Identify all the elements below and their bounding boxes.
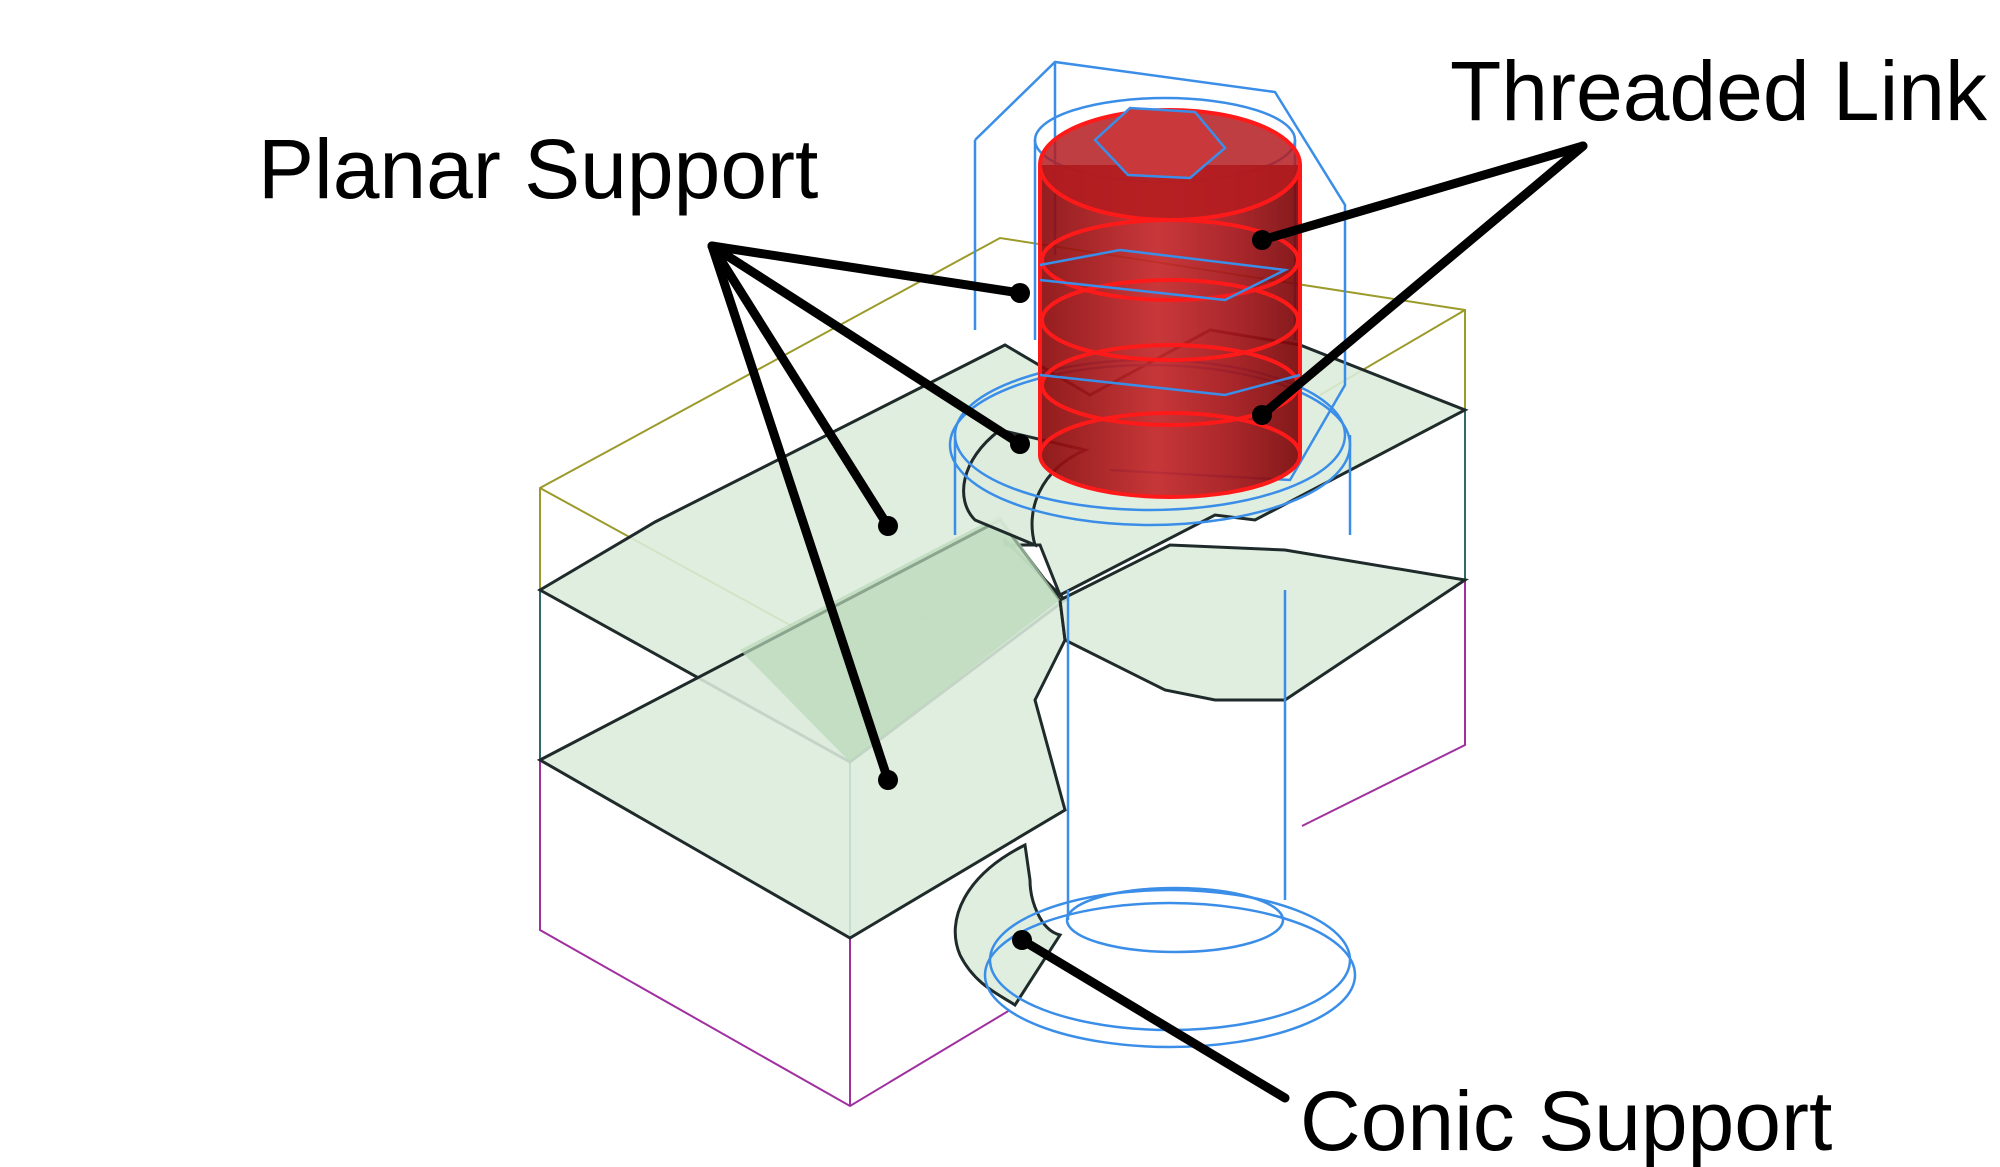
- leader-dots: [878, 230, 1272, 950]
- anchor-dot: [878, 770, 898, 790]
- leader-threaded-2: [1257, 141, 1588, 420]
- leader-planar-3: [707, 241, 893, 531]
- label-conic-support: Conic Support: [1300, 1074, 1832, 1167]
- anchor-dot: [1252, 405, 1272, 425]
- hex-socket: [1093, 106, 1227, 180]
- label-planar-support: Planar Support: [258, 122, 818, 216]
- lower-block: [539, 580, 1466, 1108]
- leader-threaded-1: [1257, 141, 1588, 245]
- leader-planar-4: [707, 241, 893, 785]
- planar-surface-right: [1058, 543, 1469, 702]
- leader-lines: [707, 141, 1588, 1103]
- threaded-link-body: [1040, 165, 1300, 497]
- anchor-dot: [1010, 283, 1030, 303]
- leader-planar-2: [707, 241, 1025, 449]
- conic-support-surface: [953, 842, 1063, 1008]
- slot-wall: [740, 515, 1060, 762]
- anchor-dot: [1012, 930, 1032, 950]
- leader-planar-1: [707, 241, 1025, 298]
- leader-conic: [1017, 935, 1290, 1103]
- anchor-dot: [878, 516, 898, 536]
- anchor-dot: [1010, 434, 1030, 454]
- anchor-dot: [1252, 230, 1272, 250]
- label-threaded-link: Threaded Link: [1450, 44, 1988, 138]
- threaded-link-cylinder: [1038, 106, 1302, 499]
